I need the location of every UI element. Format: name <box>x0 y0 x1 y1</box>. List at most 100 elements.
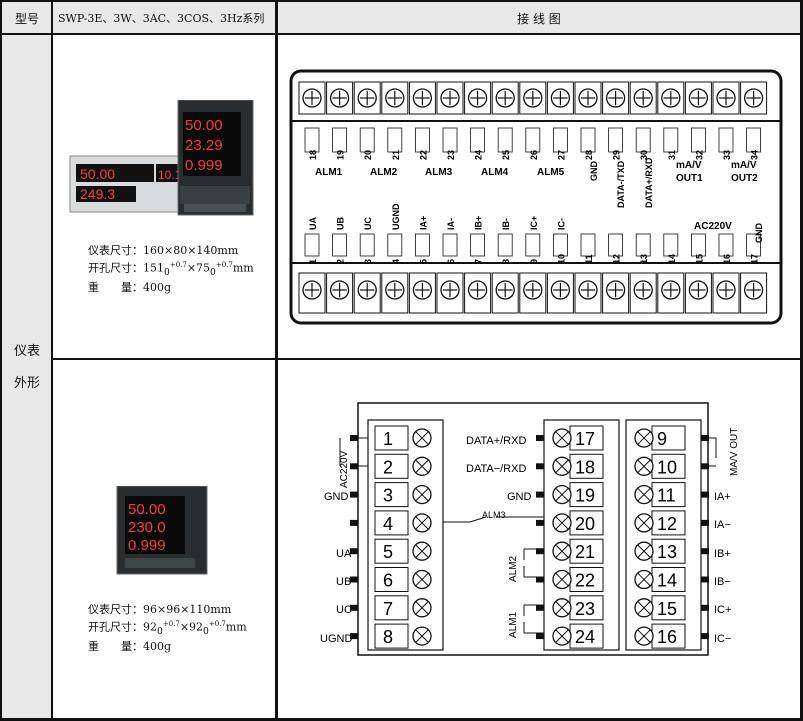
terminal-number-lower: 15 <box>694 254 704 264</box>
terminal-lead <box>350 491 358 498</box>
ua-label: UA <box>336 548 352 560</box>
model-series: SWP-3E、3W、3AC、3COS、3Hz系列 <box>58 12 265 25</box>
header-wiring-cell: 接 线 图 <box>277 2 801 34</box>
terminal-screw-icon <box>412 513 432 533</box>
ub-label: UB <box>336 576 351 588</box>
terminal-number-box <box>569 425 604 451</box>
screw-icon <box>385 280 405 300</box>
data-rxd-minus-label: DATA−/RXD <box>466 463 526 475</box>
screw-icon <box>302 280 322 300</box>
terminal-label-lower: IC+ <box>529 216 539 230</box>
terminal-number: 22 <box>575 571 595 591</box>
data-rxd-label: DATA+/RXD <box>644 157 654 208</box>
terminal-number-upper: 19 <box>336 150 346 160</box>
ia-plus-label: IA+ <box>714 491 731 503</box>
terminal-number: 2 <box>383 457 393 477</box>
gnd-upper-label: GND <box>589 161 599 182</box>
terminal-lead <box>350 576 358 583</box>
gnd-middle-label: GND <box>507 491 532 503</box>
terminal-number-lower: 1 <box>308 259 318 264</box>
screw-icon <box>743 280 764 300</box>
side-label-1: 仪表 <box>14 344 41 359</box>
screw-icon <box>523 88 543 108</box>
terminal-number-box <box>569 510 604 536</box>
alm5-label: ALM5 <box>537 167 565 178</box>
terminal-screw-icon <box>412 598 432 618</box>
terminal-number-box <box>415 233 430 257</box>
terminal-number: 3 <box>383 486 393 506</box>
screw-icon <box>661 280 681 300</box>
ac220v-bottom-label: AC220V <box>339 450 350 488</box>
terminal-lead <box>350 633 358 640</box>
terminal-number-box <box>304 233 320 257</box>
terminal-number: 23 <box>575 599 595 619</box>
terminal-number-box <box>690 127 706 153</box>
spec-cutout: 开孔尺寸：1510+0.7×750+0.7mm <box>88 261 254 278</box>
screw-icon <box>412 280 433 300</box>
terminal-number-box <box>552 233 568 257</box>
ic-plus-label: IC+ <box>714 604 731 616</box>
screw-icon <box>467 280 488 300</box>
ib-minus-label: IB− <box>714 576 731 588</box>
terminal-screw-icon <box>634 456 654 476</box>
screw-icon <box>605 280 626 300</box>
grid-line <box>0 33 803 35</box>
terminal-screw-icon <box>634 541 654 561</box>
terminal-screw-icon <box>552 626 572 646</box>
terminal-number-box <box>374 623 409 649</box>
terminal-lead <box>536 633 544 640</box>
terminal-number-box <box>332 233 347 257</box>
terminal-number-lower: 9 <box>529 259 539 264</box>
screw-icon <box>495 88 515 108</box>
gnd-lower-label: GND <box>754 223 764 244</box>
terminal-number-lower: 17 <box>750 254 760 264</box>
uc-label: UC <box>336 604 352 616</box>
terminal-number-box <box>651 425 686 451</box>
led-bottom-3: 0.999 <box>128 537 166 554</box>
screw-icon <box>467 88 488 108</box>
alm1-label: ALM1 <box>315 167 343 178</box>
ma-v-out-label: MA/V OUT <box>729 428 740 476</box>
out2-label: OUT2 <box>731 173 758 184</box>
terminal-number: 12 <box>657 514 677 534</box>
spec-weight: 重 量：400g <box>88 639 172 653</box>
terminal-number-upper: 26 <box>529 150 539 160</box>
terminal-number-lower: 7 <box>474 259 484 264</box>
terminal-number-box <box>635 127 651 153</box>
terminal-number-upper: 21 <box>391 150 401 160</box>
alm3-label: ALM3 <box>425 167 453 178</box>
terminal-number-upper: 20 <box>363 150 373 160</box>
terminal-lead <box>536 576 544 583</box>
terminal-lead <box>536 548 544 555</box>
screw-icon <box>550 280 571 300</box>
terminal-number-upper: 18 <box>308 150 318 160</box>
screw-icon <box>605 88 626 108</box>
grid-line <box>52 358 803 360</box>
out1-label: OUT1 <box>676 173 703 184</box>
terminal-number-box <box>552 127 568 153</box>
terminal-number-upper: 24 <box>474 150 484 160</box>
terminal-lead <box>536 519 544 526</box>
grid-line <box>51 0 53 721</box>
terminal-screw-icon <box>552 598 572 618</box>
terminal-label-lower: IA- <box>446 218 456 230</box>
screw-icon <box>495 280 515 300</box>
terminal-lead <box>536 491 544 498</box>
terminal-number-box <box>415 127 430 153</box>
screw-icon <box>523 280 543 300</box>
terminal-screw-icon <box>412 428 432 448</box>
wiring-lines <box>339 437 717 634</box>
spec-weight: 重 量：400g <box>88 280 172 294</box>
screw-icon <box>688 88 709 108</box>
terminal-number: 10 <box>657 457 677 477</box>
terminal-number: 13 <box>657 542 677 562</box>
terminal-screw-icon <box>412 456 432 476</box>
terminal-number: 21 <box>575 542 595 562</box>
terminal-number-box <box>332 127 347 153</box>
terminal-number: 20 <box>575 514 595 534</box>
terminal-number-box <box>470 127 486 153</box>
wiring-title: 接 线 图 <box>517 11 561 26</box>
led-top-right-2: 23.29 <box>185 137 223 154</box>
terminal-lead <box>536 435 544 441</box>
terminal-number: 5 <box>383 542 393 562</box>
